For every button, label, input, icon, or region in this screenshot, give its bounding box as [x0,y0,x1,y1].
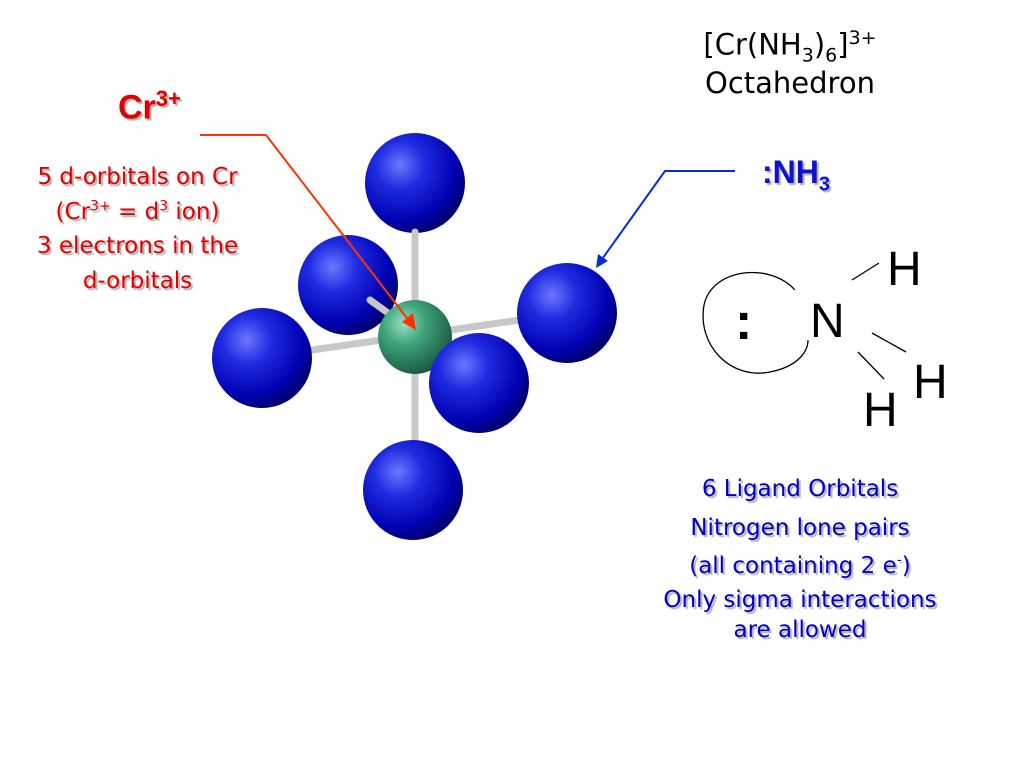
metal-charge: 3+ [155,86,181,111]
ligand-note-line: Nitrogen lone pairs [690,514,910,541]
geometry-label: Octahedron [705,66,875,100]
nitrogen-atom: N [810,295,845,348]
formula-text: [Cr(NH [703,27,802,62]
n-h-bond-top [851,262,880,281]
ligand-note-line: 6 Ligand Orbitals [701,476,899,502]
ligand-sphere-left [212,308,312,408]
lone-pair-lobe [702,271,809,374]
hydrogen-atom-top: H [887,243,922,296]
metal-note-line: 5 d-orbitals on Cr [37,164,238,190]
note-text: ) [901,553,911,580]
metal-sphere-center [378,300,452,374]
formula-text: ] [837,27,849,62]
n-h-bond-bottom [857,351,885,380]
ligand-note-line: are allowed [733,616,867,643]
ligand-pointer-arrow [596,170,735,268]
complex-formula: [Cr(NH3)6]3+ [640,27,940,67]
metal-note-line: (Cr3+ = d3 ion) [0,195,275,230]
ligand-label: :NH3 [762,154,830,196]
ligand-sphere-back-left [298,235,398,335]
note-text: ion) [168,198,220,225]
hydrogen-atom-bottom: H [863,384,898,437]
note-text: (all containing 2 e [689,553,897,580]
ligand-note-line: (all containing 2 e-) [620,547,980,586]
metal-note-line: 3 electrons in the [36,233,239,259]
formula-subscript: 6 [825,44,838,67]
ligand-sphere-bottom [363,440,463,540]
note-superscript: - [896,552,902,569]
metal-ion-label: Cr3+ [118,86,181,127]
n-h-bond-right [871,332,907,353]
ligand-formula: :NH [762,154,819,190]
ligand-notes: 6 Ligand Orbitals Nitrogen lone pairs (a… [620,470,980,646]
hydrogen-atom-right: H [913,356,948,409]
formula-charge: 3+ [848,27,877,49]
ligand-sphere-front [429,333,529,433]
metal-notes: 5 d-orbitals on Cr (Cr3+ = d3 ion) 3 ele… [0,160,275,298]
metal-note-line: d-orbitals [82,267,193,294]
note-text: = d [110,198,160,225]
formula-subscript: 3 [801,44,814,67]
metal-symbol: Cr [118,88,156,127]
note-text: (Cr [55,198,91,225]
ligand-sphere-right [517,263,617,363]
formula-text: ) [813,27,826,62]
ligand-note-line: Only sigma interactions [663,586,937,613]
ligand-subscript: 3 [818,173,830,196]
lone-pair-dots: : [735,293,753,351]
note-superscript: 3+ [90,197,111,214]
ligand-sphere-top [365,133,465,233]
note-superscript: 3 [159,197,169,214]
metal-pointer-arrow [200,134,416,330]
